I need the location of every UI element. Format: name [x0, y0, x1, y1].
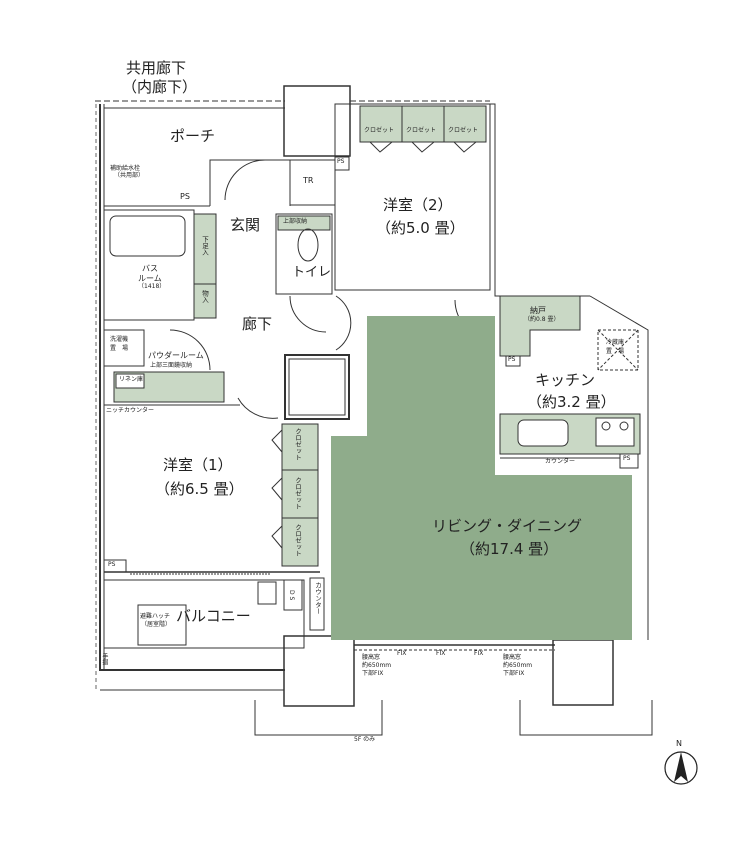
window-left-label-1: 腰高窓: [362, 654, 381, 661]
living-dining-area: [331, 316, 632, 640]
closet-label-b2-3: クロゼット: [448, 127, 479, 134]
closet-label-b1-2: クロゼット: [293, 477, 302, 510]
closet-label-b2-1: クロゼット: [364, 127, 395, 134]
compass-north-label: N: [676, 739, 682, 748]
laundry-label: 洗濯機: [110, 336, 129, 343]
side-note-label: 手摺: [100, 653, 108, 665]
ps-label-storage: PS: [508, 356, 516, 363]
bedroom1-label: 洋室（1）: [163, 456, 233, 474]
ps-label-top: PS: [337, 158, 345, 165]
powder-label: パウダールーム: [148, 351, 204, 360]
niche-counter-label: ニッチカウンター: [106, 407, 155, 414]
compass-icon: [664, 751, 698, 785]
window-left-label-3: 下部FIX: [362, 670, 384, 677]
fridge-label: 冷蔵庫: [606, 339, 625, 346]
hatch-sub-label: （居室階）: [141, 621, 172, 628]
ps-label-kitchen: PS: [623, 455, 631, 462]
ps-label-porch: PS: [180, 192, 190, 201]
toilet-note: 上部収納: [283, 218, 308, 225]
pillar-center: [284, 354, 350, 420]
meter-sub-label: （共用部）: [114, 172, 145, 179]
hatch-label: 避難ハッチ: [140, 613, 171, 620]
entrance-label: 玄関: [230, 216, 261, 234]
living-size-label: （約17.4 畳）: [460, 540, 559, 558]
storage-label: 納戸: [530, 306, 546, 315]
counter-label-kitchen: カウンター: [545, 458, 576, 465]
closet-label-b1-3: クロゼット: [293, 524, 302, 557]
linen-label: リネン庫: [119, 376, 144, 383]
bath-label: バス: [142, 264, 158, 273]
kitchen-label: キッチン: [535, 371, 596, 389]
shoes-label: 下足入: [200, 236, 209, 256]
living-label: リビング・ダイニング: [432, 517, 583, 535]
vanity-note: 上部三面鏡収納: [150, 362, 193, 369]
counter-label-vertical: カウンター: [313, 582, 322, 615]
ps-label-bedroom1: PS: [108, 561, 116, 568]
window-right-label-2: 約650mm: [503, 662, 533, 669]
closet-label-b1-1: クロゼット: [293, 428, 302, 461]
fix-label-1: FIX: [397, 650, 407, 657]
pillar-top: [283, 85, 351, 157]
tr-label: TR: [303, 176, 314, 185]
bedroom1-size-label: （約6.5 畳）: [155, 480, 244, 498]
storage-size-label: （約0.8 畳）: [524, 316, 560, 323]
bottom-note: 5F のみ: [354, 736, 376, 743]
porch-label: ポーチ: [170, 127, 216, 145]
toilet-label: トイレ: [292, 265, 332, 280]
corridor-label: 共用廊下: [126, 59, 187, 77]
ds-label: D S: [287, 590, 295, 601]
bath-room-label: ルーム: [138, 274, 162, 283]
kitchen-size-label: （約3.2 畳）: [527, 393, 616, 411]
closet-label-b2-2: クロゼット: [406, 127, 437, 134]
storage-small-label: 物入: [200, 290, 209, 303]
corridor-sub-label: （内廊下）: [122, 78, 198, 96]
balcony-label: バルコニー: [176, 607, 251, 625]
outer-wall: [99, 104, 285, 671]
laundry-sub-label: 置 場: [110, 345, 129, 352]
pillar-bottom-left: [283, 635, 355, 707]
bedroom2-size-label: （約5.0 畳）: [376, 219, 465, 237]
bedroom2-label: 洋室（2）: [383, 196, 453, 214]
window-right-label-3: 下部FIX: [503, 670, 525, 677]
fridge-sub-label: 置 場: [606, 348, 625, 355]
pillar-bottom-right: [552, 639, 614, 706]
meter-label: 補助給水栓: [110, 165, 141, 172]
fix-label-2: FIX: [436, 650, 446, 657]
hall-label: 廊下: [242, 315, 273, 333]
bath-size-label: （1418）: [138, 283, 166, 290]
window-left-label-2: 約650mm: [362, 662, 392, 669]
fix-label-3: FIX: [474, 650, 484, 657]
window-right-label-1: 腰高窓: [503, 654, 522, 661]
